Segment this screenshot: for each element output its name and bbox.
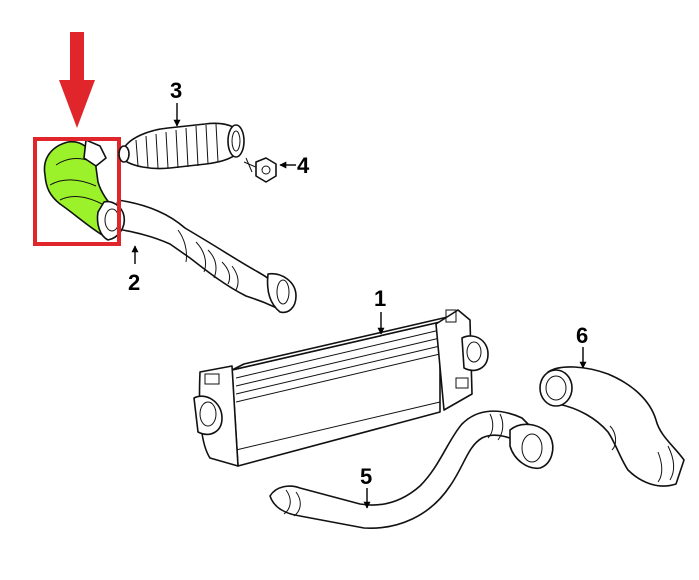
callout-6: 6 [576, 323, 588, 348]
callout-3: 3 [170, 78, 182, 103]
callout-4: 4 [297, 153, 310, 178]
selection-highlight-box [33, 137, 121, 246]
red-down-arrow-icon [59, 32, 95, 128]
part-3-corrugated-duct[interactable] [118, 122, 245, 170]
part-2-intake-hose[interactable] [43, 139, 297, 314]
part-1-intercooler[interactable] [193, 309, 489, 467]
part-6-outlet-hose[interactable] [539, 366, 685, 487]
callout-5: 5 [360, 464, 372, 489]
part-4-bolt[interactable] [243, 157, 277, 183]
part-5-lower-hose[interactable] [269, 410, 554, 529]
callout-2: 2 [128, 270, 140, 295]
callout-1: 1 [374, 286, 386, 311]
